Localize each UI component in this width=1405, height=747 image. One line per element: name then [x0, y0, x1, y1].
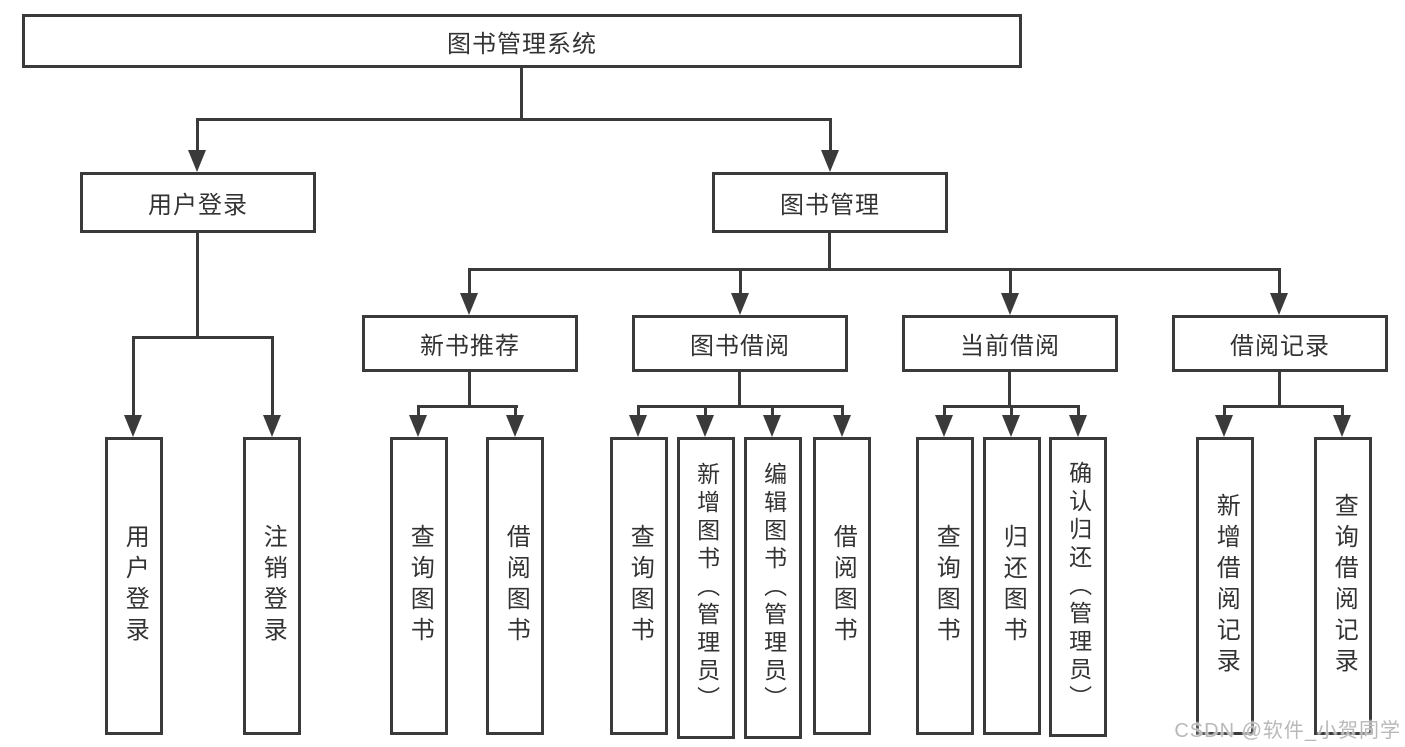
node-borrow-records: 借阅记录 — [1172, 315, 1388, 372]
connector-drop-query-recommend — [417, 405, 420, 418]
leaf-query-books-borrow: 查询图书 — [610, 437, 668, 735]
connector-drop-query-record — [1341, 405, 1344, 418]
connector-user-login-bar — [132, 336, 274, 339]
arrowhead-query-borrow — [629, 415, 647, 437]
arrowhead-query-recommend — [409, 415, 427, 437]
arrowhead-new-book-recommend — [460, 293, 478, 315]
connector-drop-add-record — [1223, 405, 1226, 418]
connector-drop-confirm-return — [1077, 405, 1080, 418]
connector-drop-query-current — [943, 405, 946, 418]
connector-records-bar — [1223, 405, 1344, 408]
arrowhead-borrow-records — [1270, 293, 1288, 315]
connector-borrow-bar — [637, 405, 844, 408]
arrowhead-book-management — [821, 150, 839, 172]
connector-drop-query-borrow — [637, 405, 640, 418]
arrowhead-add-record — [1215, 415, 1233, 437]
arrowhead-leaf-user-login — [124, 415, 142, 437]
connector-drop-leaf-logout — [271, 336, 274, 417]
connector-drop-borrow-records — [1278, 268, 1281, 295]
connector-root-bar — [196, 118, 832, 121]
node-book-borrow: 图书借阅 — [632, 315, 848, 372]
connector-drop-current-borrow — [1009, 268, 1012, 295]
leaf-query-borrow-record: 查询借阅记录 — [1314, 437, 1372, 735]
connector-book-management-bar — [468, 268, 1281, 271]
arrowhead-borrow-recommend — [506, 415, 524, 437]
connector-drop-user-login — [196, 118, 199, 152]
connector-drop-new-book-recommend — [468, 268, 471, 295]
leaf-add-borrow-record: 新增借阅记录 — [1196, 437, 1254, 735]
arrowhead-confirm-return — [1069, 415, 1087, 437]
node-new-book-recommend: 新书推荐 — [362, 315, 578, 372]
arrowhead-leaf-logout — [263, 415, 281, 437]
csdn-watermark: CSDN @软件_小贺同学 — [1174, 720, 1401, 742]
arrowhead-query-record — [1333, 415, 1351, 437]
arrowhead-user-login — [188, 150, 206, 172]
node-user-login: 用户登录 — [80, 172, 316, 233]
leaf-logout: 注销登录 — [243, 437, 301, 735]
arrowhead-return-books — [1002, 415, 1020, 437]
arrowhead-edit-books — [763, 415, 781, 437]
arrowhead-query-current — [935, 415, 953, 437]
arrowhead-borrow-books — [833, 415, 851, 437]
leaf-add-books-admin: 新增图书（管理员） — [677, 437, 735, 739]
connector-drop-book-management — [829, 118, 832, 152]
connector-borrow-stem — [738, 372, 741, 408]
connector-drop-borrow-books — [841, 405, 844, 418]
leaf-user-login: 用户登录 — [105, 437, 163, 735]
connector-recommend-bar — [417, 405, 518, 408]
connector-root-stem — [520, 68, 523, 120]
leaf-edit-books-admin: 编辑图书（管理员） — [744, 437, 802, 739]
connector-current-stem — [1008, 372, 1011, 408]
connector-user-login-stem — [196, 233, 199, 338]
leaf-query-books-current: 查询图书 — [916, 437, 974, 735]
node-root-library-system: 图书管理系统 — [22, 14, 1022, 68]
node-current-borrow: 当前借阅 — [902, 315, 1118, 372]
connector-records-stem — [1278, 372, 1281, 408]
connector-book-management-stem — [828, 233, 831, 271]
leaf-borrow-books: 借阅图书 — [813, 437, 871, 735]
connector-drop-return-books — [1010, 405, 1013, 418]
leaf-borrow-books-recommend: 借阅图书 — [486, 437, 544, 735]
leaf-confirm-return-admin: 确认归还（管理员） — [1049, 437, 1107, 737]
node-book-management: 图书管理 — [712, 172, 948, 233]
connector-recommend-stem — [468, 372, 471, 408]
arrowhead-current-borrow — [1001, 293, 1019, 315]
connector-drop-edit-books — [771, 405, 774, 418]
leaf-return-books: 归还图书 — [983, 437, 1041, 735]
leaf-query-books-recommend: 查询图书 — [390, 437, 448, 735]
connector-drop-add-books — [704, 405, 707, 418]
connector-drop-borrow-recommend — [514, 405, 517, 418]
connector-drop-leaf-user-login — [132, 336, 135, 417]
arrowhead-book-borrow — [731, 293, 749, 315]
connector-drop-book-borrow — [739, 268, 742, 295]
arrowhead-add-books — [696, 415, 714, 437]
